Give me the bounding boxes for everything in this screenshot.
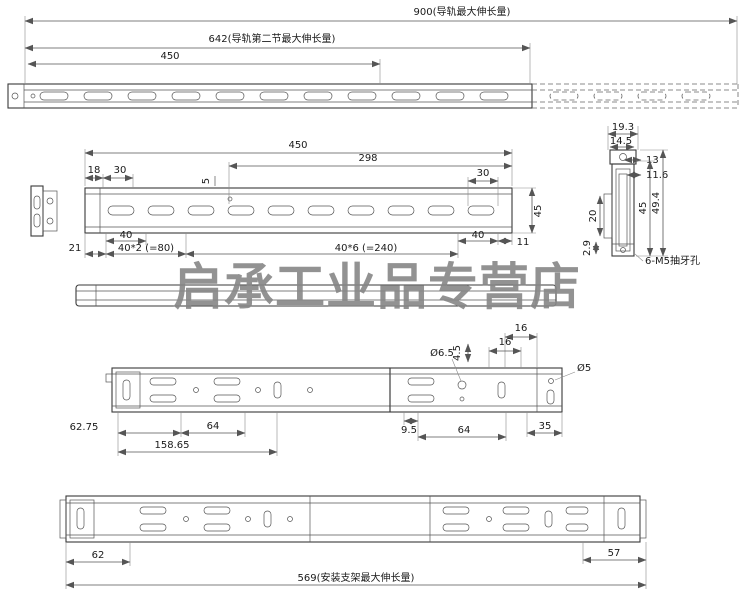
bracket-leg [603, 193, 613, 239]
left-hole-group [149, 377, 313, 403]
dim-16a-label: 16 [515, 323, 528, 334]
dim-642-label: 642(导轨第二节最大伸长量) [209, 32, 336, 45]
dia-5-label: Ø5 [577, 362, 591, 374]
top-extended-rail-view [7, 83, 739, 109]
dim-64-right-label: 64 [458, 425, 471, 436]
flat-rail-view [75, 284, 557, 307]
dim-11-6-label: 11.6 [646, 170, 668, 181]
dim-16b-label: 16 [499, 337, 512, 348]
mounting-hole-view [105, 367, 563, 413]
dim-45-side-label: 45 [533, 205, 544, 218]
dim-35-label: 35 [539, 421, 552, 432]
hole-5 [548, 378, 554, 384]
slot-pattern-top [39, 91, 509, 101]
dim-14-5-label: 14.5 [610, 136, 632, 147]
mounting-view-dimensions: 16 16 4.5 Ø6.5 Ø5 9.5 64 35 62.75 64 158… [70, 323, 591, 456]
dim-40x2-label: 40*2 (=80) [118, 243, 174, 254]
dim-5-label: 5 [201, 178, 212, 184]
dia-6-5-label: Ø6.5 [430, 347, 454, 359]
dim-30-left-label: 30 [114, 165, 127, 176]
side-view [30, 185, 513, 237]
right-hole-group [407, 368, 555, 412]
hole-6-5 [457, 380, 467, 390]
dim-450-side-label: 450 [288, 140, 307, 151]
dim-19-3-label: 19.3 [612, 122, 634, 133]
dim-30-right-label: 30 [477, 168, 490, 179]
dim-11-label: 11 [517, 237, 530, 248]
dim-450-top-label: 450 [160, 51, 179, 62]
dim-57-label: 57 [608, 548, 621, 559]
dim-569-label: 569(安装支架最大伸长量) [298, 571, 415, 584]
rail-side-body [84, 187, 513, 234]
dim-40x6-label: 40*6 (=240) [335, 243, 398, 254]
extended-bottom-view [59, 495, 647, 543]
dim-45-section-label: 45 [638, 202, 649, 215]
dim-21-label: 21 [69, 243, 82, 254]
end-hole [11, 92, 19, 100]
dim-900-label: 900(导轨最大伸长量) [414, 5, 511, 18]
dim-4-5-label: 4.5 [452, 345, 463, 361]
dim-62-75-label: 62.75 [70, 422, 99, 433]
dim-64-left-label: 64 [207, 421, 220, 432]
slot-pattern-side [107, 205, 495, 216]
cross-section-view [603, 149, 637, 257]
dim-298-label: 298 [358, 153, 377, 164]
extended-right-holes [442, 496, 647, 542]
dim-40-left-label: 40 [120, 230, 133, 241]
screw-hole [619, 153, 627, 161]
tapped-hole-note: 6-M5抽牙孔 [645, 254, 700, 267]
phantom-extension [532, 83, 739, 109]
dim-62-label: 62 [92, 550, 105, 561]
extended-left-holes [139, 506, 293, 532]
dim-2-9-label: 2.9 [582, 240, 593, 256]
bracket-end-detail [30, 185, 58, 237]
dim-158-65-label: 158.65 [155, 440, 190, 451]
dim-40-right-label: 40 [472, 230, 485, 241]
top-view-dimensions: 900(导轨最大伸长量) 642(导轨第二节最大伸长量) 450 [24, 5, 738, 84]
dim-18-label: 18 [88, 165, 101, 176]
dim-20-label: 20 [588, 210, 599, 223]
dim-13-label: 13 [646, 155, 659, 166]
dim-9-5-label: 9.5 [401, 425, 417, 436]
side-view-dimensions: 450 298 18 30 5 30 45 40 21 40*2 (=80) 4 [69, 140, 544, 258]
extended-view-dimensions: 62 57 569(安装支架最大伸长量) [65, 542, 647, 589]
rail-body [7, 83, 533, 109]
dim-49-4-label: 49.4 [651, 192, 662, 214]
cross-section-dimensions: 19.3 14.5 13 11.6 20 2.9 45 49.4 6-M5抽牙孔 [582, 122, 700, 267]
watermark-text: 启承工业品专营店 [173, 258, 581, 316]
